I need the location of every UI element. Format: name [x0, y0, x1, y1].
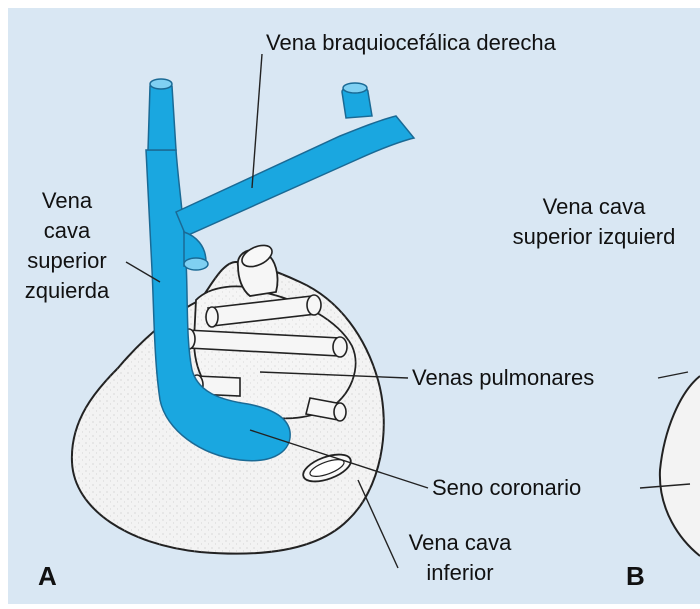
label-pulmonary-veins: Venas pulmonares: [412, 363, 594, 393]
panel-label-b: B: [626, 561, 645, 592]
label-line: Vena: [14, 186, 120, 216]
label-left-svc-b: Vena cava superior izquierd: [488, 192, 700, 252]
label-coronary-sinus: Seno coronario: [432, 473, 581, 503]
label-inferior-vena-cava: Vena cava inferior: [392, 528, 528, 588]
label-line: superior: [14, 246, 120, 276]
heart-b-partial: [660, 376, 700, 556]
label-line: superior izquierd: [488, 222, 700, 252]
label-left-svc-a: Vena cava superior zquierda: [14, 186, 120, 306]
panel-label-a: A: [38, 561, 57, 592]
label-line: inferior: [392, 558, 528, 588]
label-line: cava: [14, 216, 120, 246]
label-brachiocephalic-right: Vena braquiocefálica derecha: [266, 28, 556, 58]
label-line: zquierda: [14, 276, 120, 306]
label-line: Vena cava: [488, 192, 700, 222]
label-line: Vena cava: [392, 528, 528, 558]
